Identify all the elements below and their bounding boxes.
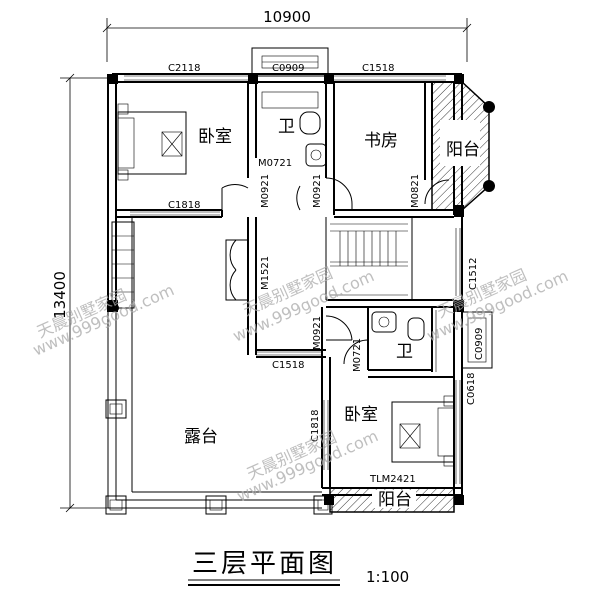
code-m0721-mid: M0721 <box>352 338 363 372</box>
code-m0821: M0821 <box>410 174 421 208</box>
room-bedroom-bottom: 卧室 <box>344 405 378 425</box>
balcony-top <box>431 81 490 211</box>
staircase <box>330 223 408 296</box>
doors <box>221 177 450 365</box>
code-m0921-b: M0921 <box>312 174 323 208</box>
drawing-title: 三层平面图 1:100 <box>188 549 409 586</box>
code-m0721-top: M0721 <box>258 158 292 169</box>
height-dimension-text: 13400 <box>51 271 69 319</box>
scale-text: 1:100 <box>366 568 409 586</box>
code-m1521: M1521 <box>260 256 271 290</box>
code-m0921-a: M0921 <box>260 174 271 208</box>
toilet-mid-label: 卫 <box>396 342 413 362</box>
code-c1818-side: C1818 <box>310 410 321 442</box>
watermarks: 天晨别墅家园 www.999good.com 天晨别墅家园 www.999goo… <box>30 263 571 505</box>
window-markers <box>130 211 493 484</box>
code-c1512: C1512 <box>468 258 479 290</box>
terrace-parapet <box>105 216 333 515</box>
code-c1818-top: C1818 <box>168 200 200 211</box>
code-c1518-top: C1518 <box>362 63 394 74</box>
room-labels: 卧室 书房 阳台 露台 卧室 阳台 卫 卫 <box>184 117 480 510</box>
balcony-bottom <box>329 487 455 513</box>
code-m0921-c: M0921 <box>312 316 323 350</box>
title-text: 三层平面图 <box>192 549 337 579</box>
fixtures <box>117 91 455 467</box>
room-balcony-top: 阳台 <box>446 140 480 160</box>
toilet-top-label: 卫 <box>278 117 295 137</box>
code-c0909-top: C0909 <box>272 63 304 74</box>
room-bedroom-top: 卧室 <box>198 127 232 147</box>
top-windows <box>124 47 446 81</box>
codes: C2118 C0909 C1518 M0721 M0921 M0921 M082… <box>168 63 485 485</box>
code-c2118: C2118 <box>168 63 200 74</box>
code-tlm2421: TLM2421 <box>369 474 416 485</box>
top-dimension: 10900 <box>102 8 472 62</box>
width-dimension-text: 10900 <box>263 8 311 26</box>
code-c1518-mid: C1518 <box>272 360 304 371</box>
room-study: 书房 <box>364 131 398 151</box>
room-terrace: 露台 <box>184 427 218 447</box>
room-balcony-bottom: 阳台 <box>378 490 412 510</box>
code-c0909-mid: C0909 <box>474 328 485 360</box>
left-dimension: 13400 <box>51 73 112 513</box>
code-c0618: C0618 <box>466 373 477 405</box>
